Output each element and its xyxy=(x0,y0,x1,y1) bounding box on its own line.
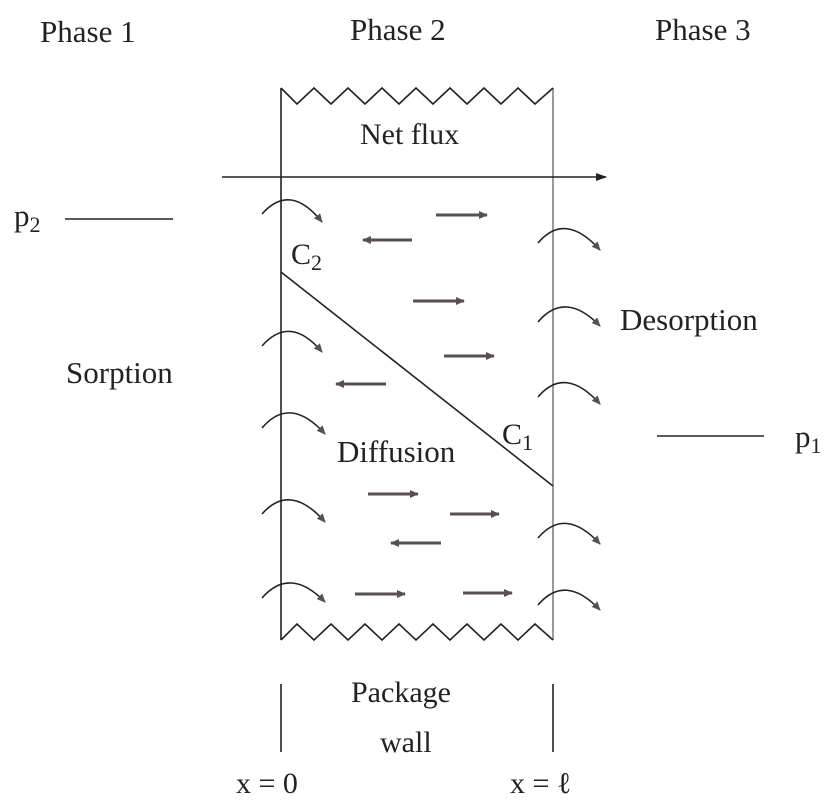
sorption-arrow xyxy=(261,499,326,523)
svg-text:C2: C2 xyxy=(291,238,322,275)
sorption-arrow xyxy=(261,199,323,223)
phase-1-label: Phase 1 xyxy=(40,14,136,49)
c2-label: C2 xyxy=(291,238,322,275)
diffusion-label: Diffusion xyxy=(337,434,456,469)
desorption-arrow xyxy=(537,589,601,611)
wall-top-break xyxy=(280,86,554,106)
sorption-arrow xyxy=(261,330,323,353)
wall-bottom-break xyxy=(280,622,554,642)
xl-label: x = ℓ xyxy=(510,767,571,800)
sorption-arrows xyxy=(261,199,326,603)
package-wall xyxy=(280,86,554,642)
desorption-label: Desorption xyxy=(620,302,758,337)
desorption-arrow xyxy=(537,227,601,251)
p2-label: p2 xyxy=(14,198,41,237)
net-flux-label: Net flux xyxy=(360,118,459,151)
svg-text:p1: p1 xyxy=(795,419,822,458)
desorption-arrow xyxy=(537,522,601,545)
desorption-arrow xyxy=(537,381,601,405)
x0-label: x = 0 xyxy=(236,767,298,800)
desorption-arrows xyxy=(537,227,601,611)
sorption-arrow xyxy=(261,582,326,603)
phase-2-label: Phase 2 xyxy=(350,12,446,47)
package-wall-label-line1: Package xyxy=(351,676,451,709)
sorption-arrow xyxy=(261,412,326,435)
phase-3-label: Phase 3 xyxy=(655,12,751,47)
c1-label: C1 xyxy=(502,418,533,455)
sorption-label: Sorption xyxy=(66,355,173,390)
svg-text:C1: C1 xyxy=(502,418,533,455)
p1-label: p1 xyxy=(795,419,822,458)
diffusion-arrows xyxy=(335,211,513,598)
concentration-profile-line xyxy=(280,271,554,487)
svg-text:p2: p2 xyxy=(14,198,41,237)
desorption-arrow xyxy=(537,306,601,327)
package-wall-label-line2: wall xyxy=(380,726,432,759)
